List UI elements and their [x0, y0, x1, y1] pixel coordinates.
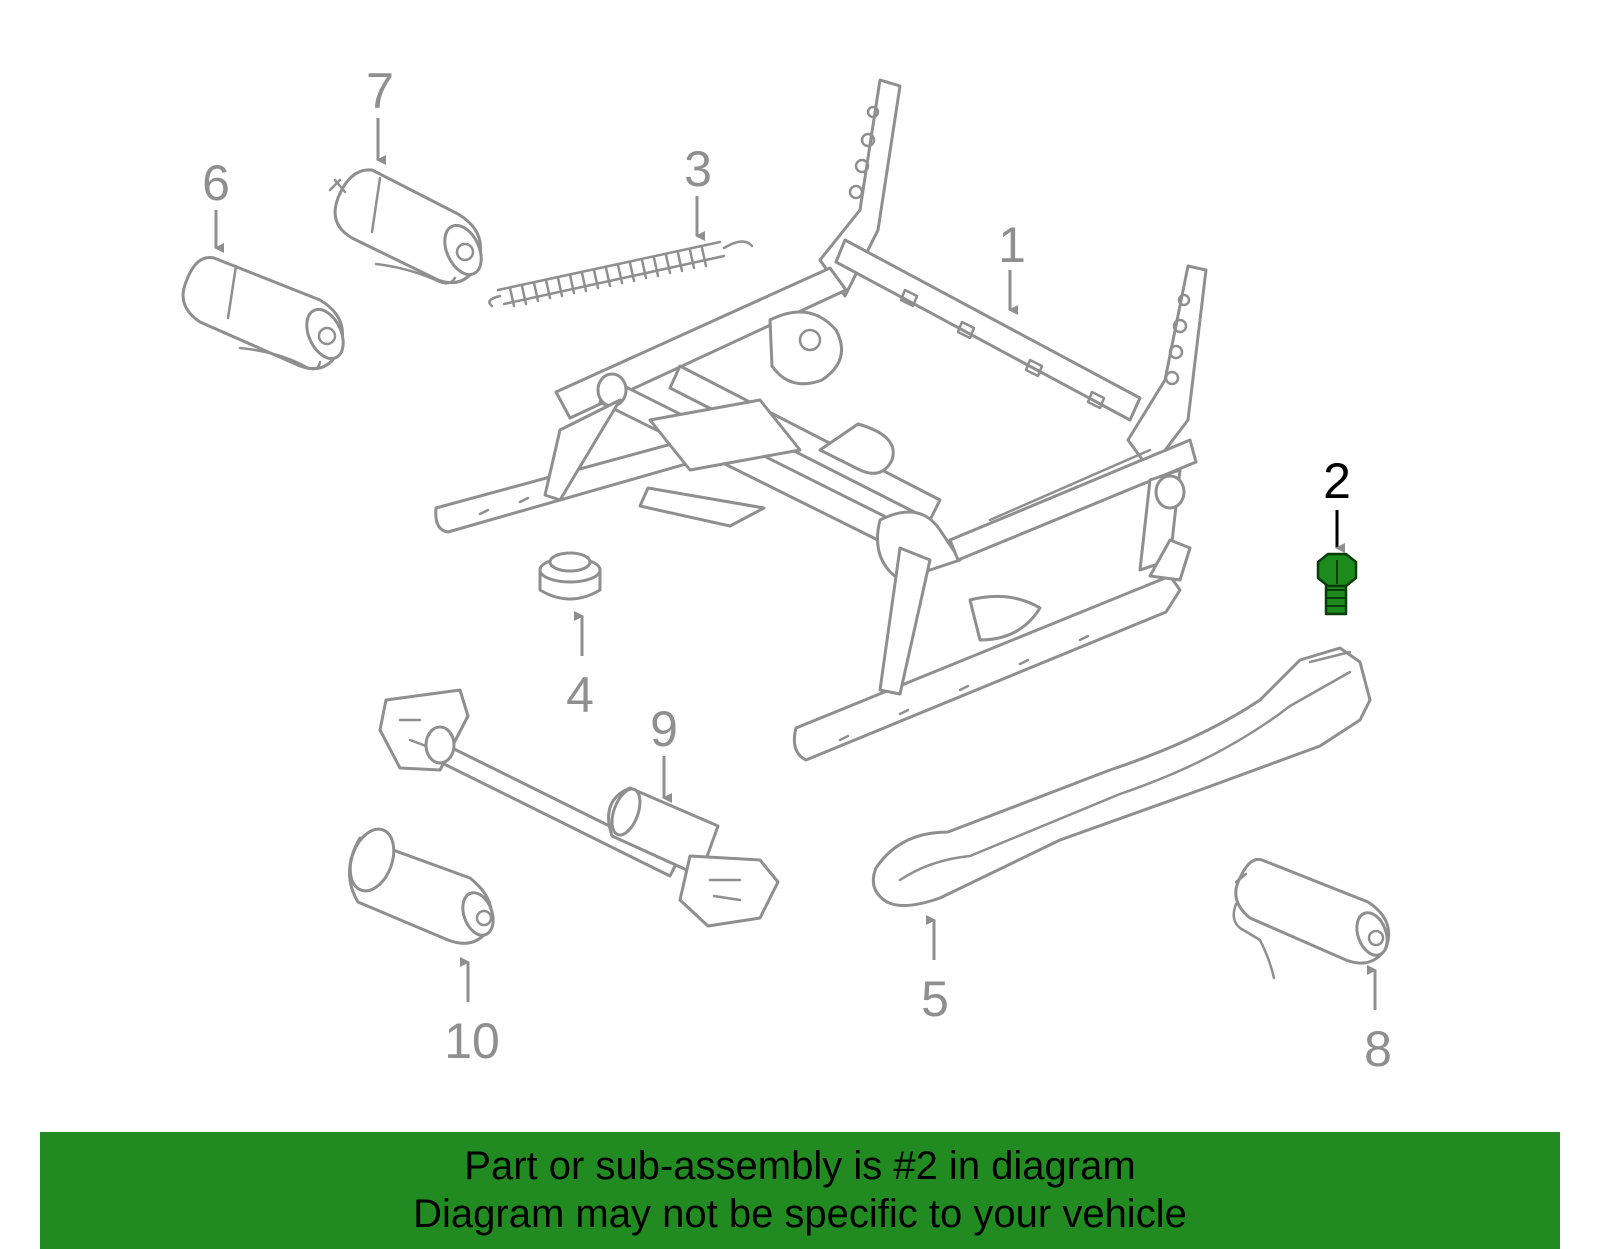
motor-part-8[interactable] [1232, 857, 1393, 980]
callout-6[interactable]: 6 [202, 155, 230, 211]
callout-labels: 1 2 3 4 5 6 7 8 9 10 [202, 63, 1392, 1077]
bolt-part-2[interactable] [1316, 552, 1358, 616]
spring-part-3[interactable] [488, 240, 754, 308]
footer-banner: Part or sub-assembly is #2 in diagram Di… [40, 1132, 1560, 1249]
motor-part-7[interactable] [328, 168, 488, 285]
bushing-part-4[interactable] [538, 551, 602, 601]
motor-shaft-part-9[interactable] [378, 688, 780, 928]
leader-arrows [214, 118, 1377, 1010]
seat-frame-part-1[interactable] [434, 78, 1208, 762]
parts-illustration: 1 2 3 4 5 6 7 8 9 10 [181, 63, 1393, 1077]
motor-part-6[interactable] [181, 256, 350, 371]
footer-line-2: Diagram may not be specific to your vehi… [413, 1192, 1187, 1236]
callout-2[interactable]: 2 [1323, 453, 1351, 509]
callout-5[interactable]: 5 [921, 971, 949, 1027]
callout-9[interactable]: 9 [650, 701, 678, 757]
callout-1[interactable]: 1 [998, 217, 1026, 273]
callout-10[interactable]: 10 [444, 1013, 500, 1069]
callout-4[interactable]: 4 [566, 667, 594, 723]
callout-3[interactable]: 3 [684, 141, 712, 197]
callout-8[interactable]: 8 [1364, 1021, 1392, 1077]
motor-part-10[interactable] [342, 823, 498, 945]
side-cover-part-5[interactable] [871, 646, 1372, 907]
callout-7[interactable]: 7 [366, 63, 394, 119]
footer-line-1: Part or sub-assembly is #2 in diagram [464, 1144, 1136, 1188]
